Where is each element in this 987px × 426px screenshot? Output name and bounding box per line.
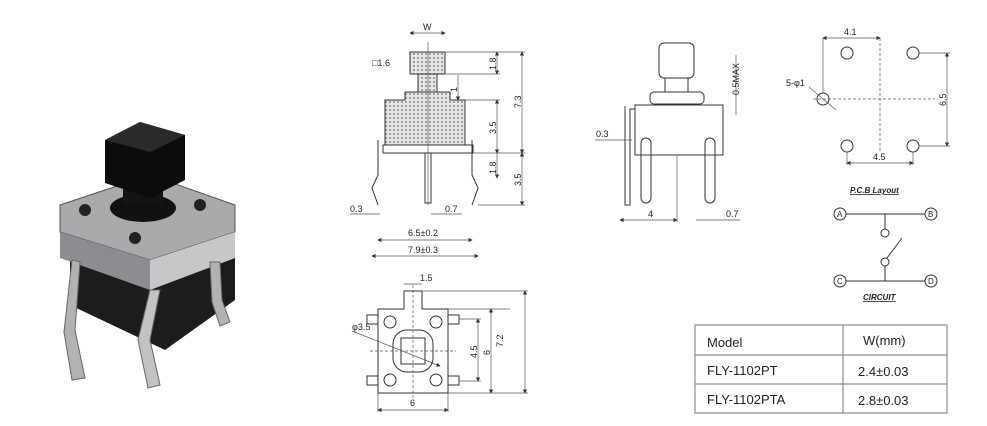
dim-pitch: 6.5±0.2 bbox=[408, 228, 438, 238]
pcb-layout: 4.1 5-φ1 6.5 4.5 P.C.B Layout bbox=[786, 27, 950, 195]
table-cell-w: 2.4±0.03 bbox=[858, 364, 909, 379]
switch-photo bbox=[59, 122, 236, 389]
dim-leg-thickness: 0.3 bbox=[350, 204, 363, 214]
table-header-model: Model bbox=[707, 335, 743, 350]
dim-body-height: 3.5 bbox=[488, 121, 498, 134]
dim-body: 6 bbox=[482, 350, 492, 355]
model-table: Model W(mm) FLY-1102PT 2.4±0.03 FLY-1102… bbox=[694, 324, 948, 414]
dim-pin-width: 0.7 bbox=[726, 209, 739, 219]
pcb-layout-title: P.C.B Layout bbox=[850, 186, 899, 195]
dim-leg-offset: 1.8 bbox=[488, 161, 498, 174]
dim-width: 6 bbox=[410, 398, 415, 408]
dim-overall-width: 7.9±0.3 bbox=[408, 245, 438, 255]
dim-total-height: 7.3 bbox=[513, 95, 523, 108]
dim-inner: 4.5 bbox=[469, 345, 479, 358]
dim-pcb-6-5: 6.5 bbox=[938, 93, 948, 106]
circuit-diagram: A B C D CIRCUIT bbox=[833, 207, 938, 302]
dim-leg-length: 3.5 bbox=[513, 173, 523, 186]
dim-stem-height: 1.8 bbox=[488, 57, 498, 70]
dim-side-leg-thickness: 0.3 bbox=[596, 129, 609, 139]
bottom-view: φ3.5 1.5 4.5 6 7.2 6 bbox=[351, 273, 528, 413]
dim-tab: 1.5 bbox=[420, 273, 433, 283]
dim-side-pitch: 4 bbox=[648, 209, 653, 219]
table-cell-model: FLY-1102PT bbox=[707, 363, 778, 378]
dim-pcb-4-1: 4.1 bbox=[844, 27, 857, 37]
node-a: A bbox=[837, 210, 843, 219]
dim-1: 1 bbox=[449, 87, 459, 92]
dim-max: 0.5MAX bbox=[731, 63, 741, 95]
node-b: B bbox=[928, 210, 933, 219]
dim-center-pin: 0.7 bbox=[445, 204, 458, 214]
table-header-w: W(mm) bbox=[863, 333, 906, 348]
dim-overall: 7.2 bbox=[495, 334, 505, 347]
side-view: 0.5MAX 0.3 4 0.7 bbox=[595, 42, 741, 223]
table-cell-w: 2.8±0.03 bbox=[858, 393, 909, 408]
front-section-view: W □1.6 1.8 1 3.5 1.8 7.3 3.5 0.3 0.7 6.5… bbox=[350, 22, 525, 259]
circuit-title: CIRCUIT bbox=[863, 293, 897, 302]
dim-pcb-4-5: 4.5 bbox=[873, 152, 886, 162]
dim-diameter: φ3.5 bbox=[352, 322, 370, 332]
dim-stem-square: □1.6 bbox=[372, 58, 390, 68]
node-d: D bbox=[928, 277, 934, 286]
dim-holes: 5-φ1 bbox=[786, 78, 805, 88]
node-c: C bbox=[837, 277, 843, 286]
table-cell-model: FLY-1102PTA bbox=[707, 392, 786, 407]
dim-w: W bbox=[423, 22, 432, 32]
